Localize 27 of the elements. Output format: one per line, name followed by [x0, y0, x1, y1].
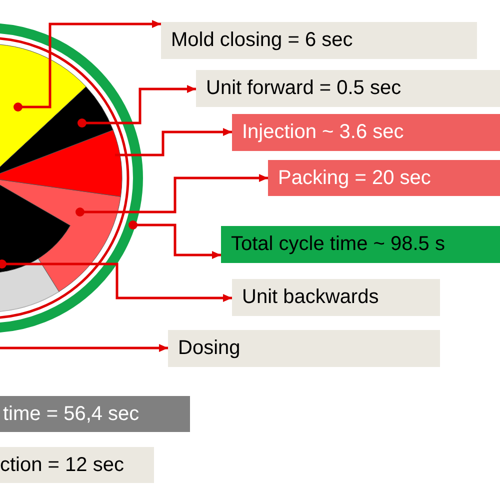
label-text: ction = 12 sec: [0, 454, 124, 476]
label-text: Packing = 20 sec: [278, 166, 431, 190]
label-text: Total cycle time ~ 98.5 s: [231, 233, 445, 256]
label-box: [0, 447, 154, 483]
leader-arrow: [78, 85, 196, 128]
pie-chart: [0, 23, 143, 333]
label-text: Injection ~ 3.6 sec: [242, 121, 404, 144]
leader-arrow: [115, 128, 232, 156]
label-text: Unit forward = 0.5 sec: [206, 77, 402, 100]
label-box: [196, 70, 500, 107]
label-text: Mold closing = 6 sec: [171, 29, 353, 52]
leader-arrow: [0, 344, 168, 352]
label-box: [168, 330, 440, 367]
label-box: [268, 160, 500, 196]
leader-arrow: [0, 260, 232, 302]
label-box: [221, 226, 500, 263]
label-box: [232, 279, 440, 316]
leader-arrow: [76, 174, 268, 216]
label-box: [161, 22, 477, 59]
label-text: time = 56,4 sec: [3, 402, 140, 426]
label-box: [0, 396, 190, 432]
leader-arrow: [14, 20, 161, 112]
label-box: [232, 114, 500, 151]
pie-slice: [0, 130, 122, 197]
label-text: Dosing: [178, 337, 240, 360]
leader-arrow: [128, 220, 221, 259]
label-text: Unit backwards: [242, 286, 379, 309]
